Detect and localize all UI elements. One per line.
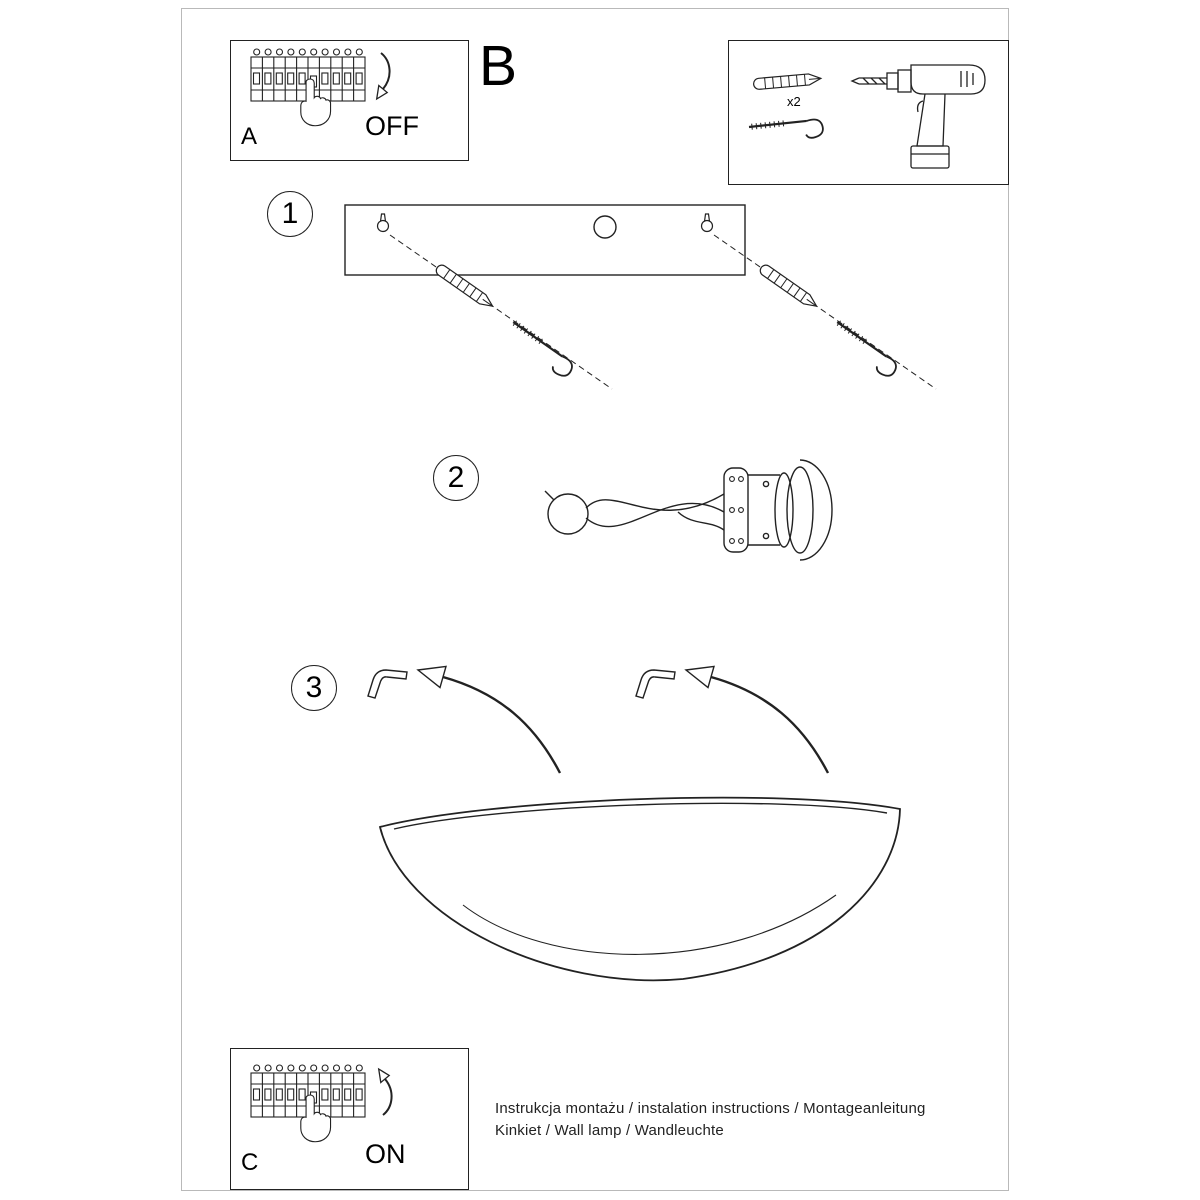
guide-line-right xyxy=(713,234,937,390)
mounting-plate xyxy=(344,204,746,276)
mounted-hook-right-icon xyxy=(635,669,676,699)
power-on-illustration xyxy=(250,1064,393,1143)
keyhole-slot-right xyxy=(700,213,714,233)
box-a-label: A xyxy=(241,123,258,150)
shade-inner-rim xyxy=(393,802,888,830)
shade-inner-curve xyxy=(462,894,837,955)
anchor-quantity-label: x2 xyxy=(787,94,801,109)
hook-screw-icon xyxy=(748,118,824,139)
step-1-number: 1 xyxy=(281,197,299,230)
power-off-box: A OFF xyxy=(230,40,469,161)
curved-arrow-left-icon xyxy=(416,665,562,774)
section-b-label: B xyxy=(479,34,518,98)
hand-press-icon xyxy=(300,78,332,127)
box-c-label: C xyxy=(241,1149,259,1176)
step2-socket-diagram xyxy=(544,459,833,561)
step-3-number: 3 xyxy=(305,671,323,704)
hand-press-icon xyxy=(300,1094,332,1143)
box-c-on-label: ON xyxy=(365,1139,406,1169)
footer-instructions-line: Instrukcja montażu / instalation instruc… xyxy=(495,1100,926,1117)
instruction-sheet xyxy=(181,8,1009,1191)
wall-anchor-right-icon xyxy=(757,262,821,312)
hardware-illustration xyxy=(748,64,986,169)
hang-direction-arrows xyxy=(416,665,830,774)
power-connector-icon xyxy=(547,493,589,535)
step-1-badge: 1 xyxy=(267,191,313,237)
keyhole-slot-left xyxy=(376,213,390,233)
wires xyxy=(585,493,725,531)
hook-screw-left-icon xyxy=(502,318,578,381)
switch-off-arrow-icon xyxy=(375,52,391,101)
hardware-box: x2 xyxy=(728,40,1009,185)
step-2-badge: 2 xyxy=(433,455,479,501)
wall-anchor-left-icon xyxy=(433,262,497,312)
box-a-off-label: OFF xyxy=(365,111,419,141)
power-on-box: C ON xyxy=(230,1048,469,1190)
hook-screw-right-icon xyxy=(826,318,902,381)
shade-outline xyxy=(378,796,901,982)
lamp-socket-body xyxy=(723,459,833,561)
step-2-number: 2 xyxy=(447,461,465,494)
mounted-hook-left-icon xyxy=(367,669,408,699)
wall-anchor-icon xyxy=(752,72,822,91)
guide-line-left xyxy=(389,234,613,390)
footer-product-line: Kinkiet / Wall lamp / Wandleuchte xyxy=(495,1122,724,1139)
drill-icon xyxy=(850,64,986,169)
step1-mounting-diagram xyxy=(344,204,937,390)
power-off-illustration xyxy=(250,48,391,127)
step-3-badge: 3 xyxy=(291,665,337,711)
plate-center-hole xyxy=(593,215,617,239)
lamp-shade-illustration xyxy=(378,796,901,982)
curved-arrow-right-icon xyxy=(684,665,830,774)
switch-on-arrow-icon xyxy=(377,1067,393,1116)
